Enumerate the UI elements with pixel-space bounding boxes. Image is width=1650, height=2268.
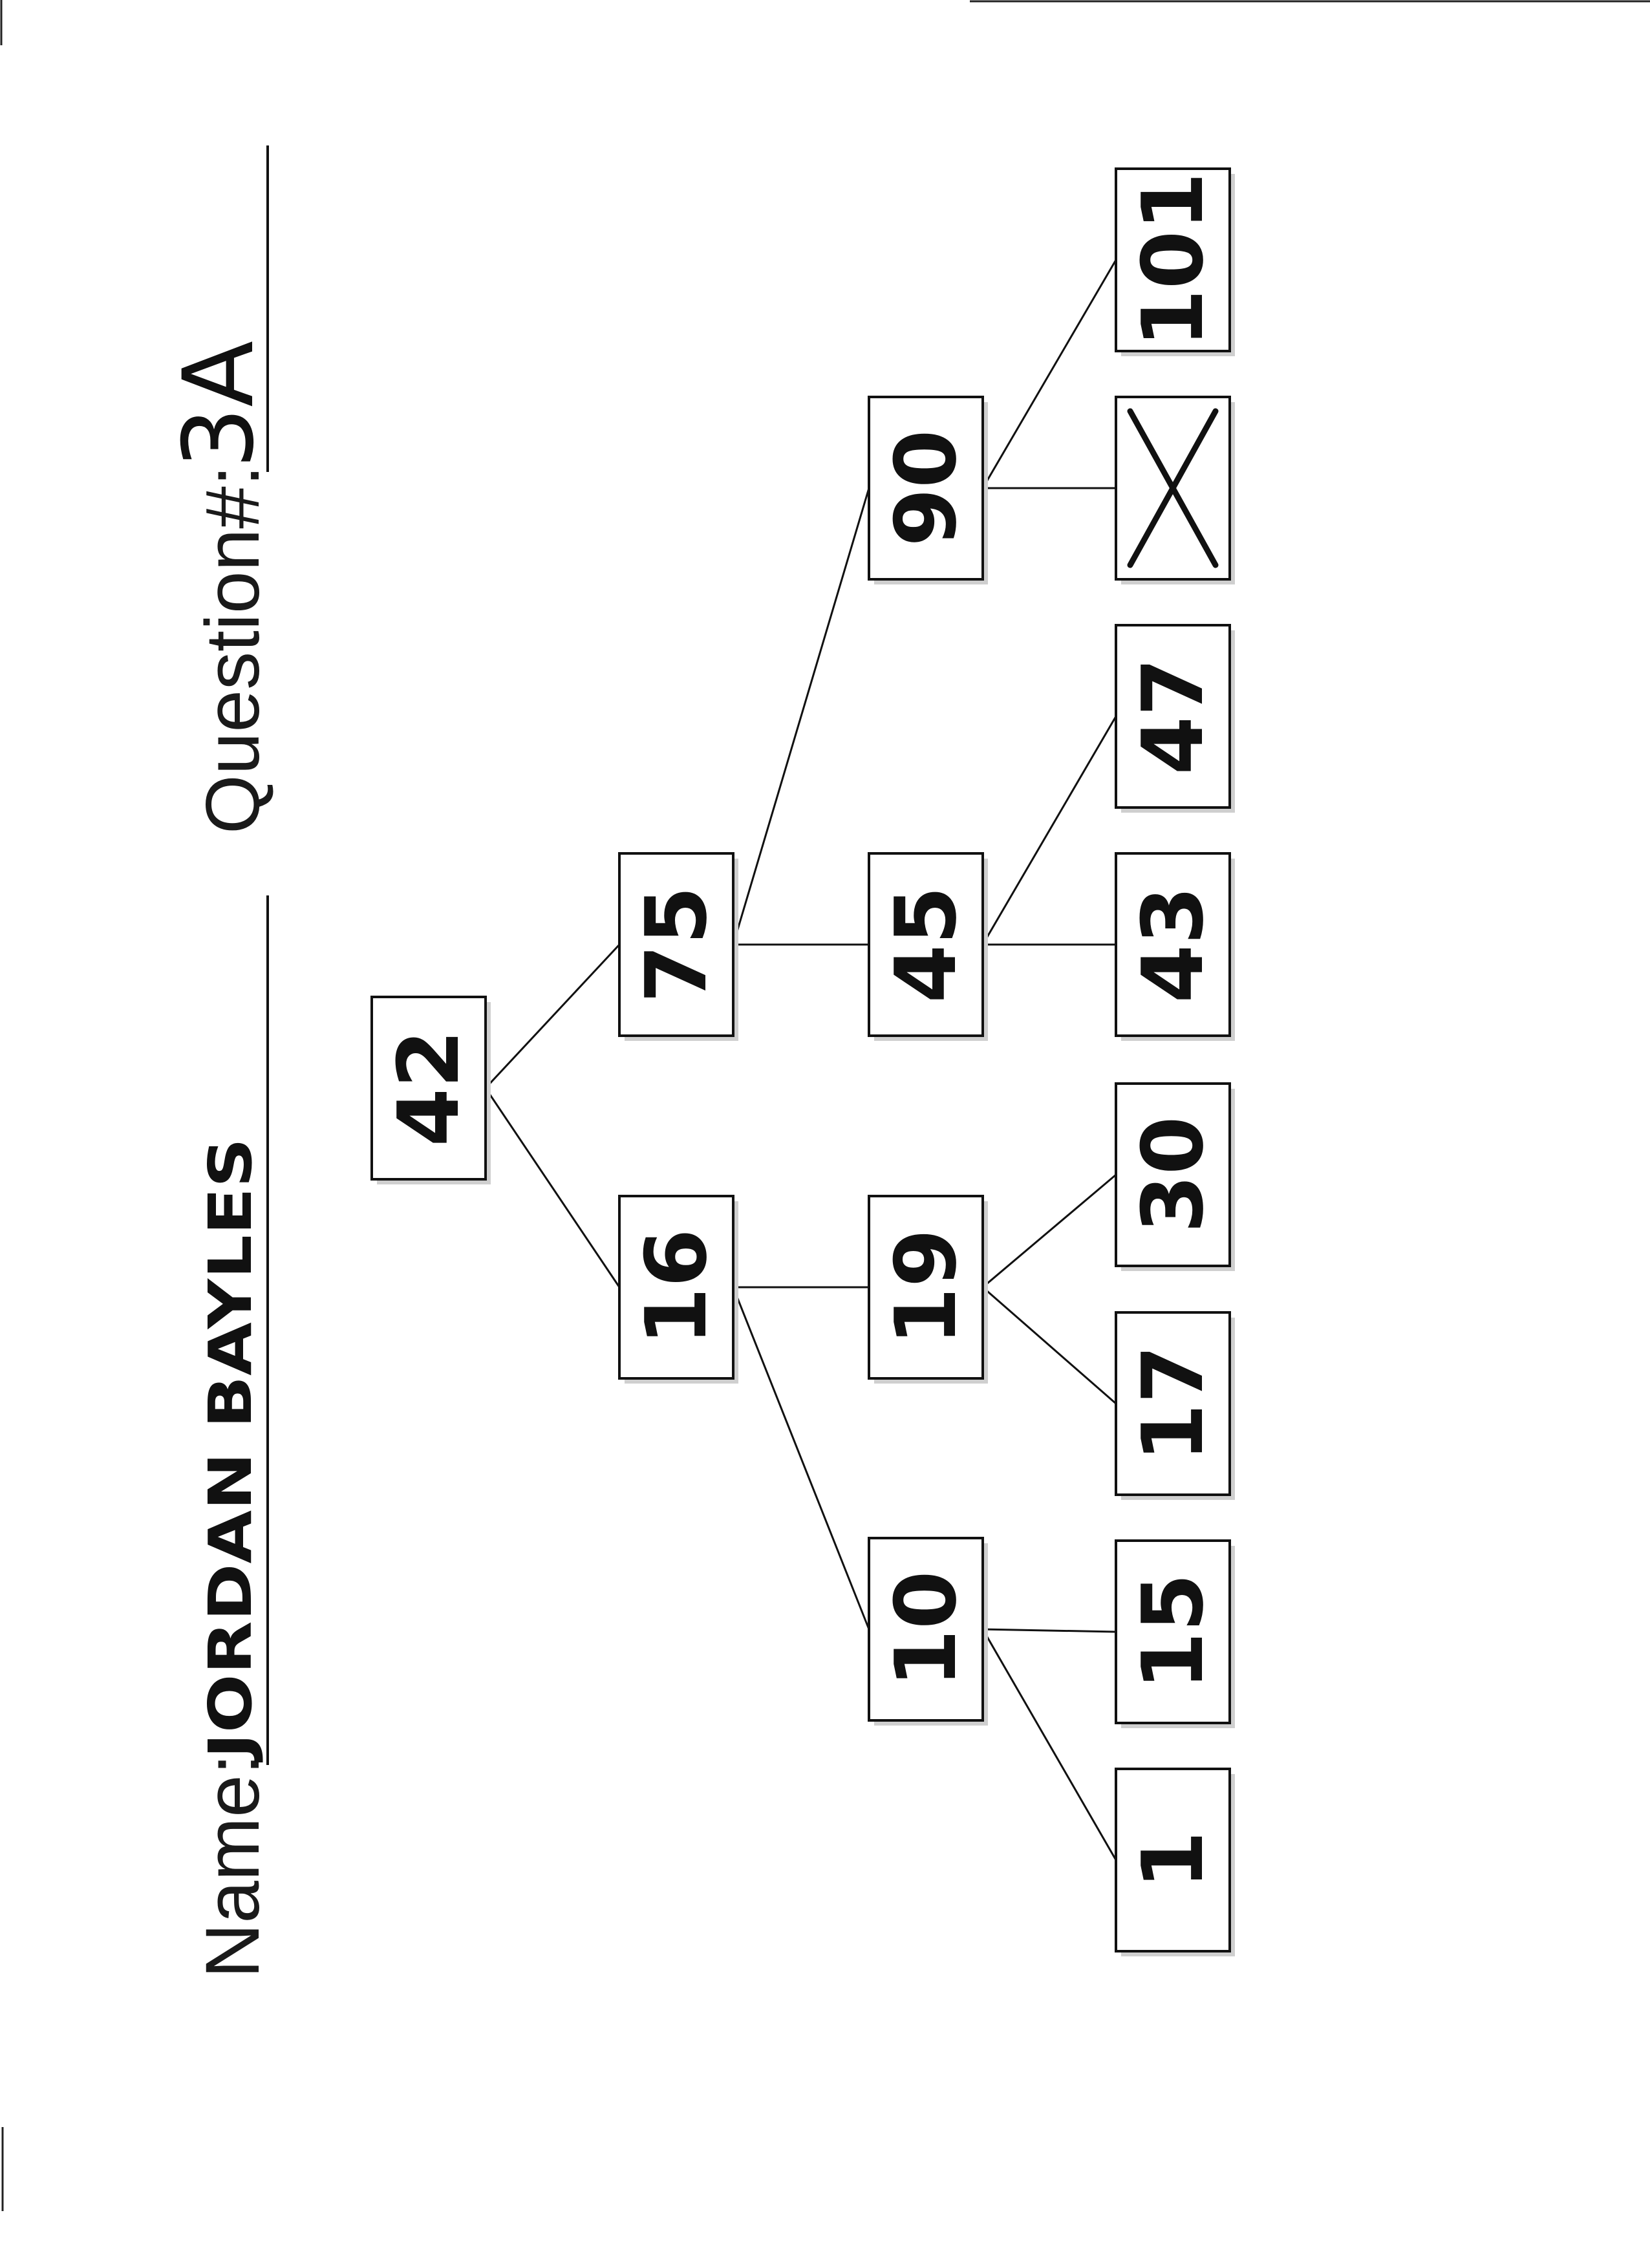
- tree-edge-n42-n75: [484, 943, 621, 1089]
- name-label: Name:: [190, 1753, 275, 1978]
- node-box: [1115, 1768, 1231, 1952]
- cross-out-mark: [1127, 408, 1219, 568]
- node-box: [1115, 167, 1231, 352]
- node-label: 43: [1124, 886, 1222, 1003]
- node-box: [1115, 852, 1231, 1037]
- tree-node: [1115, 396, 1235, 584]
- node-label: 30: [1124, 1117, 1222, 1234]
- tree-edge-n42-n16: [484, 1087, 621, 1288]
- node-box: [1115, 1082, 1231, 1267]
- node-label: 47: [1124, 658, 1222, 775]
- tree-node: 101: [1115, 167, 1235, 356]
- node-box: [868, 1537, 984, 1722]
- tree-edge-n45-n47: [981, 716, 1117, 945]
- tree-edge-n90-n101: [981, 259, 1117, 489]
- tree-node: 90: [868, 396, 988, 584]
- header: Name: JORDAN BAYLES Question#: 3A: [163, 145, 275, 1978]
- node-label: 75: [627, 886, 725, 1003]
- tree-node: 45: [868, 852, 988, 1041]
- node-label: 16: [627, 1229, 725, 1346]
- tree-edge-n10-n1: [981, 1629, 1117, 1861]
- node-box: [1115, 1311, 1231, 1496]
- tree-node: 42: [370, 996, 491, 1184]
- tree-edge-n19-n30: [982, 1173, 1117, 1289]
- node-label: 1: [1124, 1831, 1222, 1889]
- node-box: [868, 852, 984, 1037]
- node-box: [618, 852, 734, 1037]
- tree-node: 47: [1115, 624, 1235, 813]
- node-label: 90: [877, 430, 975, 547]
- tree-edge-n10-n15: [982, 1628, 1117, 1633]
- node-box: [868, 396, 984, 581]
- node-label: 45: [877, 886, 975, 1003]
- tree-edge-n75-n90: [732, 487, 870, 945]
- tree-nodes: 42 16 75 10 19 45 90 1 15 17 30 43 47 101: [370, 167, 1235, 1956]
- node-box: [618, 1195, 734, 1380]
- tree-node: 1: [1115, 1768, 1235, 1956]
- tree-node: 16: [618, 1195, 738, 1384]
- tree-edges: [484, 259, 1117, 1861]
- node-box: [868, 1195, 984, 1380]
- name-value: JORDAN BAYLES: [196, 1138, 265, 1763]
- tree-edge-n16-n10: [732, 1287, 870, 1630]
- node-box: [370, 996, 487, 1181]
- question-label: Question#:: [190, 465, 275, 834]
- node-label: 101: [1124, 172, 1222, 347]
- tree-node: 75: [618, 852, 738, 1041]
- tree-node: 19: [868, 1195, 988, 1384]
- tree-edge-n19-n17: [982, 1286, 1117, 1405]
- node-label: 10: [877, 1571, 975, 1688]
- node-label: 17: [1124, 1345, 1222, 1462]
- node-box: [1115, 1539, 1231, 1724]
- node-label: 19: [877, 1229, 975, 1346]
- tree-node: 15: [1115, 1539, 1235, 1728]
- tree-node: 43: [1115, 852, 1235, 1041]
- node-label: 42: [380, 1030, 478, 1147]
- tree-node: 10: [868, 1537, 988, 1726]
- tree-node: 17: [1115, 1311, 1235, 1500]
- node-label: 15: [1124, 1574, 1222, 1691]
- tree-node: 30: [1115, 1082, 1235, 1271]
- question-value: 3A: [163, 341, 275, 469]
- node-box: [1115, 624, 1231, 809]
